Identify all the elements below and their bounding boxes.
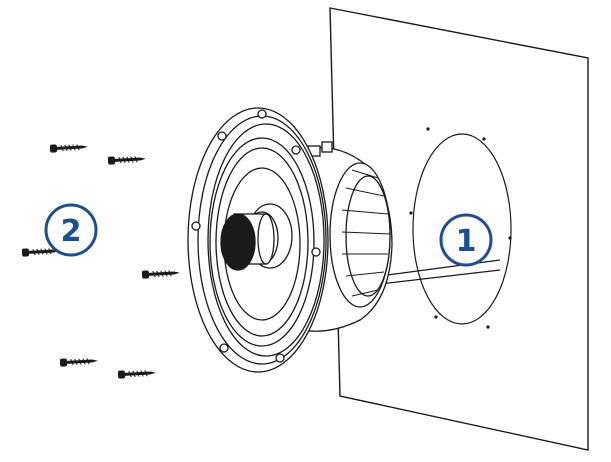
screw [116,367,158,381]
callout-1: 1 [439,213,493,267]
callout-1-label: 1 [456,224,477,259]
panel-cutout [412,133,512,325]
tweeter-dome [220,213,256,271]
panel-mounting-holes [409,127,512,329]
rim-bolts [191,109,321,363]
screw [58,355,100,369]
screw [106,153,148,167]
speaker-wire [379,259,501,285]
screw [140,267,182,281]
screw [48,141,90,155]
speaker-tweeter [220,203,293,271]
screws [20,141,182,381]
callout-2: 2 [44,203,98,257]
speaker [187,107,393,373]
callout-2-label: 2 [61,214,82,249]
